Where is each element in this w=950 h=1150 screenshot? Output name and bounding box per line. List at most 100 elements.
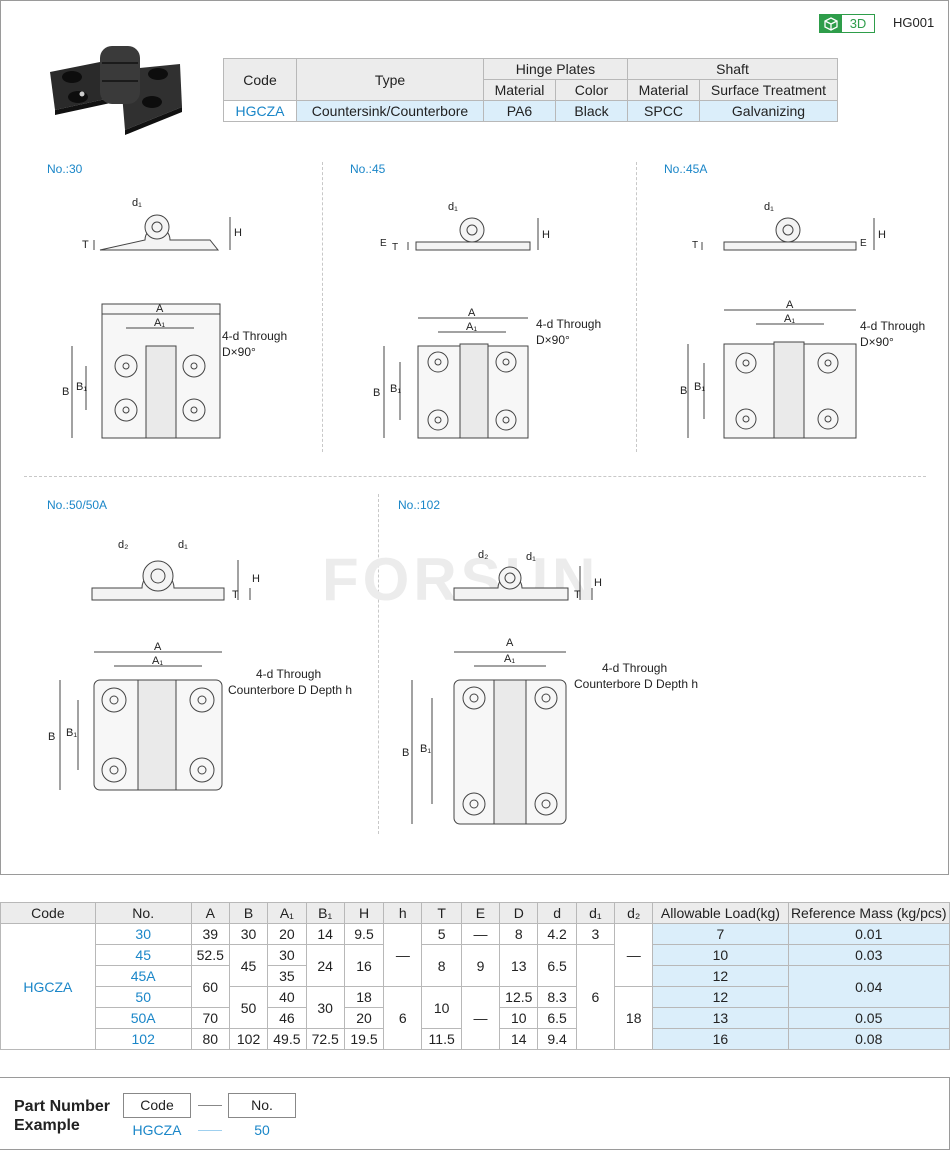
separator-dash [198,1130,222,1131]
no-value: 50 [254,1122,270,1138]
cell-A1: 30 [267,944,307,966]
figure-label-no45a: No.:45A [664,162,708,176]
dim-d1: d₁ [178,539,188,551]
figure-label-no45: No.:45 [350,162,386,176]
dim-T: T [232,589,239,601]
divider [378,494,379,834]
divider [322,162,323,452]
drawing-no45a: d₁ H E T A A₁ B B₁ 4-d Through D×90° [680,201,925,439]
dim-B: B [62,386,69,398]
dim-A1: A₁ [466,321,477,333]
spec-header-sh-surface: Surface Treatment [699,79,838,101]
no-cell[interactable]: 102 [94,1028,192,1050]
part-number-title-line1: Part Number [14,1098,111,1115]
header-cell: E [460,902,501,924]
dimensions-header-row: Code No. A B A₁ B₁ H h T E D d d₁ d₂ All… [0,902,950,924]
cell-mass: 0.03 [787,944,950,966]
header-cell: d₁ [575,902,616,924]
header-cell: B [228,902,269,924]
no-label-box: No. [228,1093,296,1118]
cell-load: 10 [652,944,789,966]
table-row: 102 80 102 49.5 72.5 19.5 11.5 14 9.4 16… [1,1028,950,1050]
cell-load: 7 [652,923,789,945]
note-through: 4-d Through [860,319,925,333]
dim-A: A [786,299,794,311]
cell-A1: 46 [267,1007,307,1029]
dim-B1: B₁ [66,727,77,739]
no-cell[interactable]: 50 [94,986,192,1008]
spec-sh-material: SPCC [627,100,700,122]
cell-H: 20 [343,1007,385,1029]
cell-B1: 14 [305,923,345,945]
3d-model-button[interactable]: 3D [819,14,875,33]
hinge-product-image [40,42,190,147]
cell-mass: 0.05 [787,1007,950,1029]
dim-H: H [542,229,550,241]
drawing-no102: d₂ d₁ H T A A₁ B B₁ 4-d Through Counterb… [402,549,698,825]
figure-label-no50: No.:50/50A [47,498,108,512]
cell-mass: 0.01 [787,923,950,945]
no-cell[interactable]: 30 [94,923,192,945]
spec-type: Countersink/Counterbore [296,100,484,122]
separator-dash [198,1105,222,1106]
cell-H: 9.5 [343,923,385,945]
3d-label: 3D [849,16,867,31]
cell-A1: 35 [267,965,307,987]
cell-D: 13 [499,944,539,987]
cell-A: 70 [190,1007,230,1029]
no-cell[interactable]: 45 [94,944,192,966]
no-cell[interactable]: 50A [94,1007,192,1029]
cell-h: 6 [383,986,423,1050]
dim-A1: A₁ [154,317,165,329]
table-row: HGCZA 30 39 30 20 14 9.5 — 5 — 8 4.2 3 —… [0,923,950,1050]
code-value: HGCZA [132,1122,182,1138]
header-cell: d₂ [614,902,654,924]
dim-B: B [373,387,380,399]
dim-B: B [680,385,687,397]
dim-d1: d₁ [448,201,458,213]
cell-T: 8 [421,944,462,987]
cell-E: — [460,923,501,945]
cell-B: 45 [228,944,269,987]
header-cell: d [537,902,577,924]
cell-H: 18 [343,986,385,1008]
dim-T: T [574,589,581,601]
cell-B: 50 [228,986,269,1029]
figure-label-no30: No.:30 [47,162,83,176]
cell-H: 16 [343,944,385,987]
cell-A1: 20 [267,923,307,945]
dim-E: E [860,238,867,249]
spec-header-shaft: Shaft [627,58,838,80]
cell-mass: 0.08 [787,1028,950,1050]
dim-H: H [234,227,242,239]
spec-header-sh-material: Material [627,79,700,101]
cell-d: 4.2 [537,923,577,945]
note-through: 4-d Through [602,661,667,675]
dim-H: H [878,229,886,241]
figure-label-no102: No.:102 [398,498,441,512]
cell-D: 12.5 [499,986,539,1008]
cell-d: 9.4 [537,1028,577,1050]
part-number-title-line2: Example [14,1117,80,1134]
header-cell: H [343,902,385,924]
series-code: HG001 [893,15,935,30]
cell-B1: 72.5 [305,1028,345,1050]
code-cell[interactable]: HGCZA [0,923,96,1050]
note-countersink: D×90° [222,345,256,359]
cell-A1: 49.5 [267,1028,307,1050]
dim-E: E [380,238,387,249]
header-cell: h [383,902,423,924]
dim-d1: d₁ [526,551,536,563]
no-cell[interactable]: 45A [94,965,192,987]
dim-A: A [506,637,514,649]
dim-H: H [252,573,260,585]
drawing-no45: d₁ H E T A A₁ B B₁ 4-d Through D×90° [373,201,601,439]
cell-B: 30 [228,923,269,945]
spec-hp-color: Black [555,100,628,122]
spec-code-link[interactable]: HGCZA [223,100,297,122]
spec-sh-surface: Galvanizing [699,100,838,122]
dim-T: T [392,242,398,253]
header-cell: A [190,902,230,924]
header-cell: D [499,902,539,924]
table-row: 50 50 40 30 18 6 10 — 12.5 8.3 18 12 [1,986,950,1050]
